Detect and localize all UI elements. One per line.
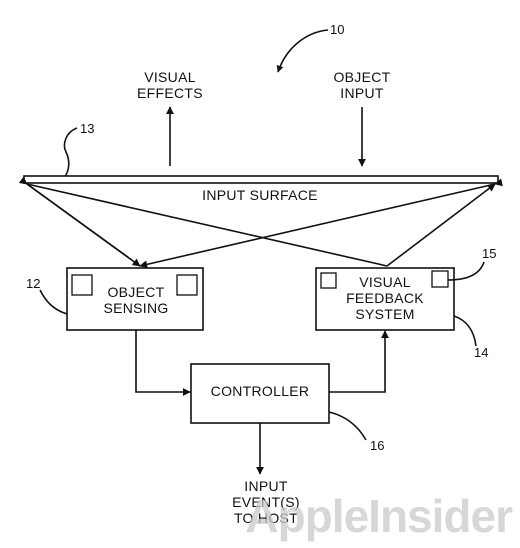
figure-number-leader	[276, 29, 329, 73]
sensing-to-controller	[135, 330, 191, 396]
visual-feedback-label-line2: FEEDBACK	[346, 290, 424, 306]
path-left-to-feedback	[26, 183, 388, 267]
figure-number: 10	[330, 22, 344, 37]
visual-feedback-label-line1: VISUAL	[359, 274, 411, 290]
feedback-ref-leader	[453, 315, 477, 347]
path-surface-left-tip	[26, 183, 141, 267]
input-events-label-line1: INPUT	[244, 478, 288, 494]
controller-box	[190, 363, 330, 424]
controller-to-feedback	[329, 330, 389, 393]
visual-feedback-box	[315, 267, 455, 331]
feedback-element-ref-leader	[447, 261, 485, 281]
object-sensing-left-square	[71, 274, 93, 296]
input-events-label-line2: EVENT(S)	[232, 494, 300, 510]
input-events-label-line3: TO HOST	[234, 510, 298, 526]
controller-ref-number: 16	[370, 438, 384, 453]
visual-effects-label-line2: EFFECTS	[137, 85, 203, 101]
object-sensing-right-square	[176, 274, 198, 296]
object-sensing-label-line2: SENSING	[103, 300, 168, 316]
visual-feedback-left-square	[320, 272, 337, 289]
visual-feedback-label-line3: SYSTEM	[355, 306, 414, 322]
sensing-ref-leader	[39, 289, 68, 315]
feedback-element-ref-number: 15	[482, 246, 496, 261]
path-feedback-to-right	[386, 183, 496, 267]
object-sensing-label-line1: OBJECT	[107, 284, 164, 300]
watermark-logo: AppleInsider	[245, 490, 513, 542]
visual-effects-label-line1: VISUAL	[144, 69, 196, 85]
sensing-ref-number: 12	[26, 276, 40, 291]
controller-label: CONTROLLER	[211, 383, 310, 399]
surface-ref-leader	[63, 127, 78, 179]
object-input-label-line1: OBJECT	[333, 69, 390, 85]
object-input-label-line2: INPUT	[340, 85, 384, 101]
surface-ref-number: 13	[80, 121, 94, 136]
controller-ref-leader	[328, 411, 367, 441]
path-right-to-sensing	[139, 178, 503, 269]
feedback-ref-number: 14	[474, 345, 488, 360]
visual-feedback-right-square	[431, 270, 449, 288]
input-surface-label: INPUT SURFACE	[202, 187, 318, 203]
input-surface	[23, 175, 499, 184]
